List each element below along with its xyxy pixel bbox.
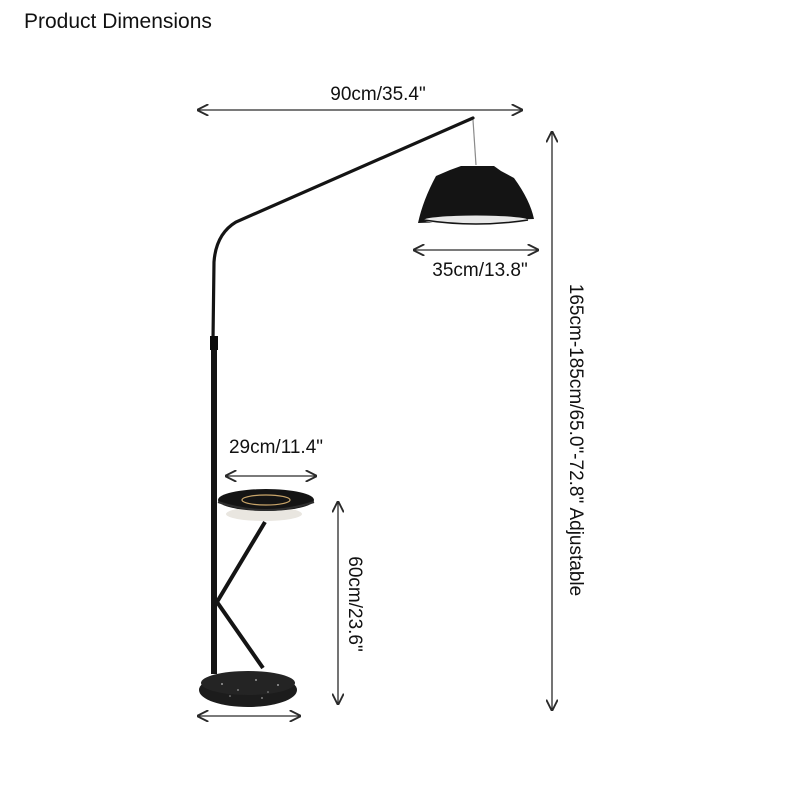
- side-table-top: [218, 489, 314, 511]
- table-underglow: [226, 507, 302, 521]
- total-height-label: 165cm-185cm/65.0"-72.8" Adjustable: [565, 284, 586, 596]
- lamp-shade: [418, 166, 534, 223]
- table-support: [214, 520, 267, 670]
- lamp-arm: [211, 116, 475, 342]
- table-height-label: 60cm/23.6": [344, 556, 365, 651]
- marble-veins: [221, 679, 279, 699]
- table-width-label: 29cm/11.4": [229, 437, 323, 458]
- shade-inner: [424, 215, 528, 225]
- pole-joint: [210, 336, 218, 350]
- pendant-wire: [472, 119, 477, 166]
- shade-width-label: 35cm/13.8": [432, 260, 527, 281]
- wireless-charger-ring: [241, 494, 291, 506]
- lamp-pole: [211, 338, 217, 674]
- floor-lamp: [199, 116, 534, 707]
- arm-span-label: 90cm/35.4": [330, 84, 425, 105]
- page-title: Product Dimensions: [24, 10, 212, 33]
